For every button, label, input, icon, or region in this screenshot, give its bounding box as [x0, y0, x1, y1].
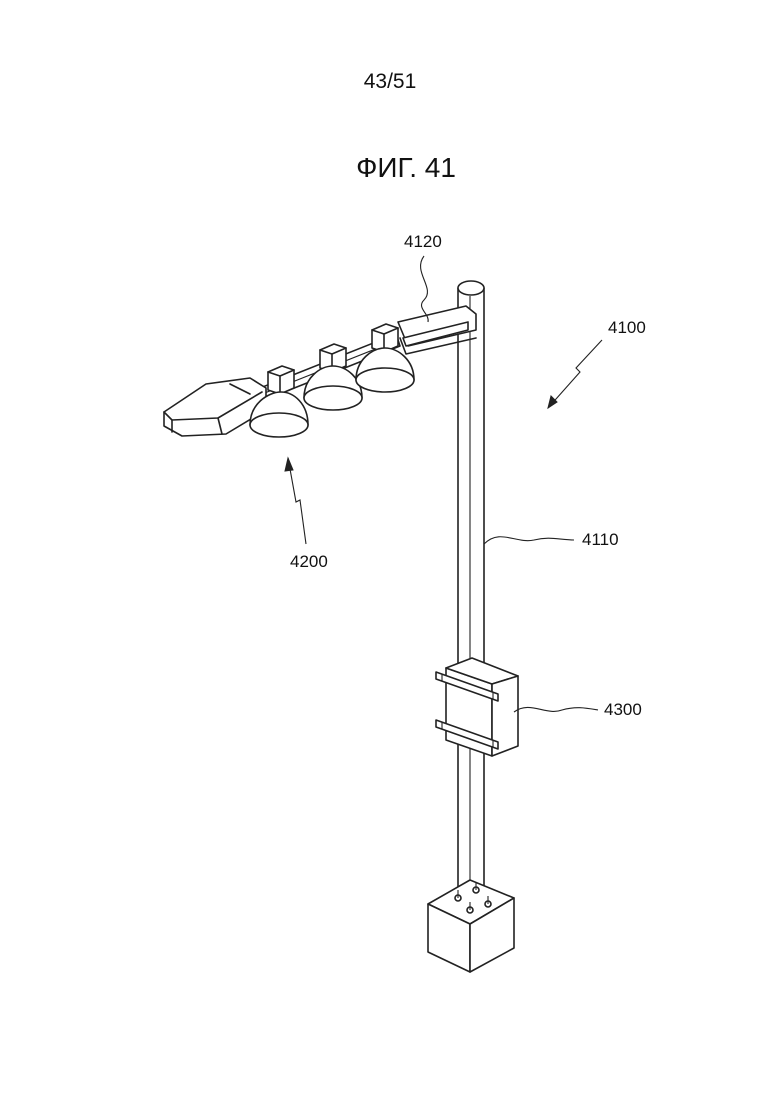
label-4110: 4110: [582, 530, 619, 549]
label-4120: 4120: [404, 232, 442, 251]
pole: [458, 281, 484, 900]
label-4200: 4200: [290, 552, 328, 571]
label-4300: 4300: [604, 700, 642, 719]
control-box: [436, 658, 518, 756]
label-4100: 4100: [608, 318, 646, 337]
pole-base: [428, 880, 514, 972]
